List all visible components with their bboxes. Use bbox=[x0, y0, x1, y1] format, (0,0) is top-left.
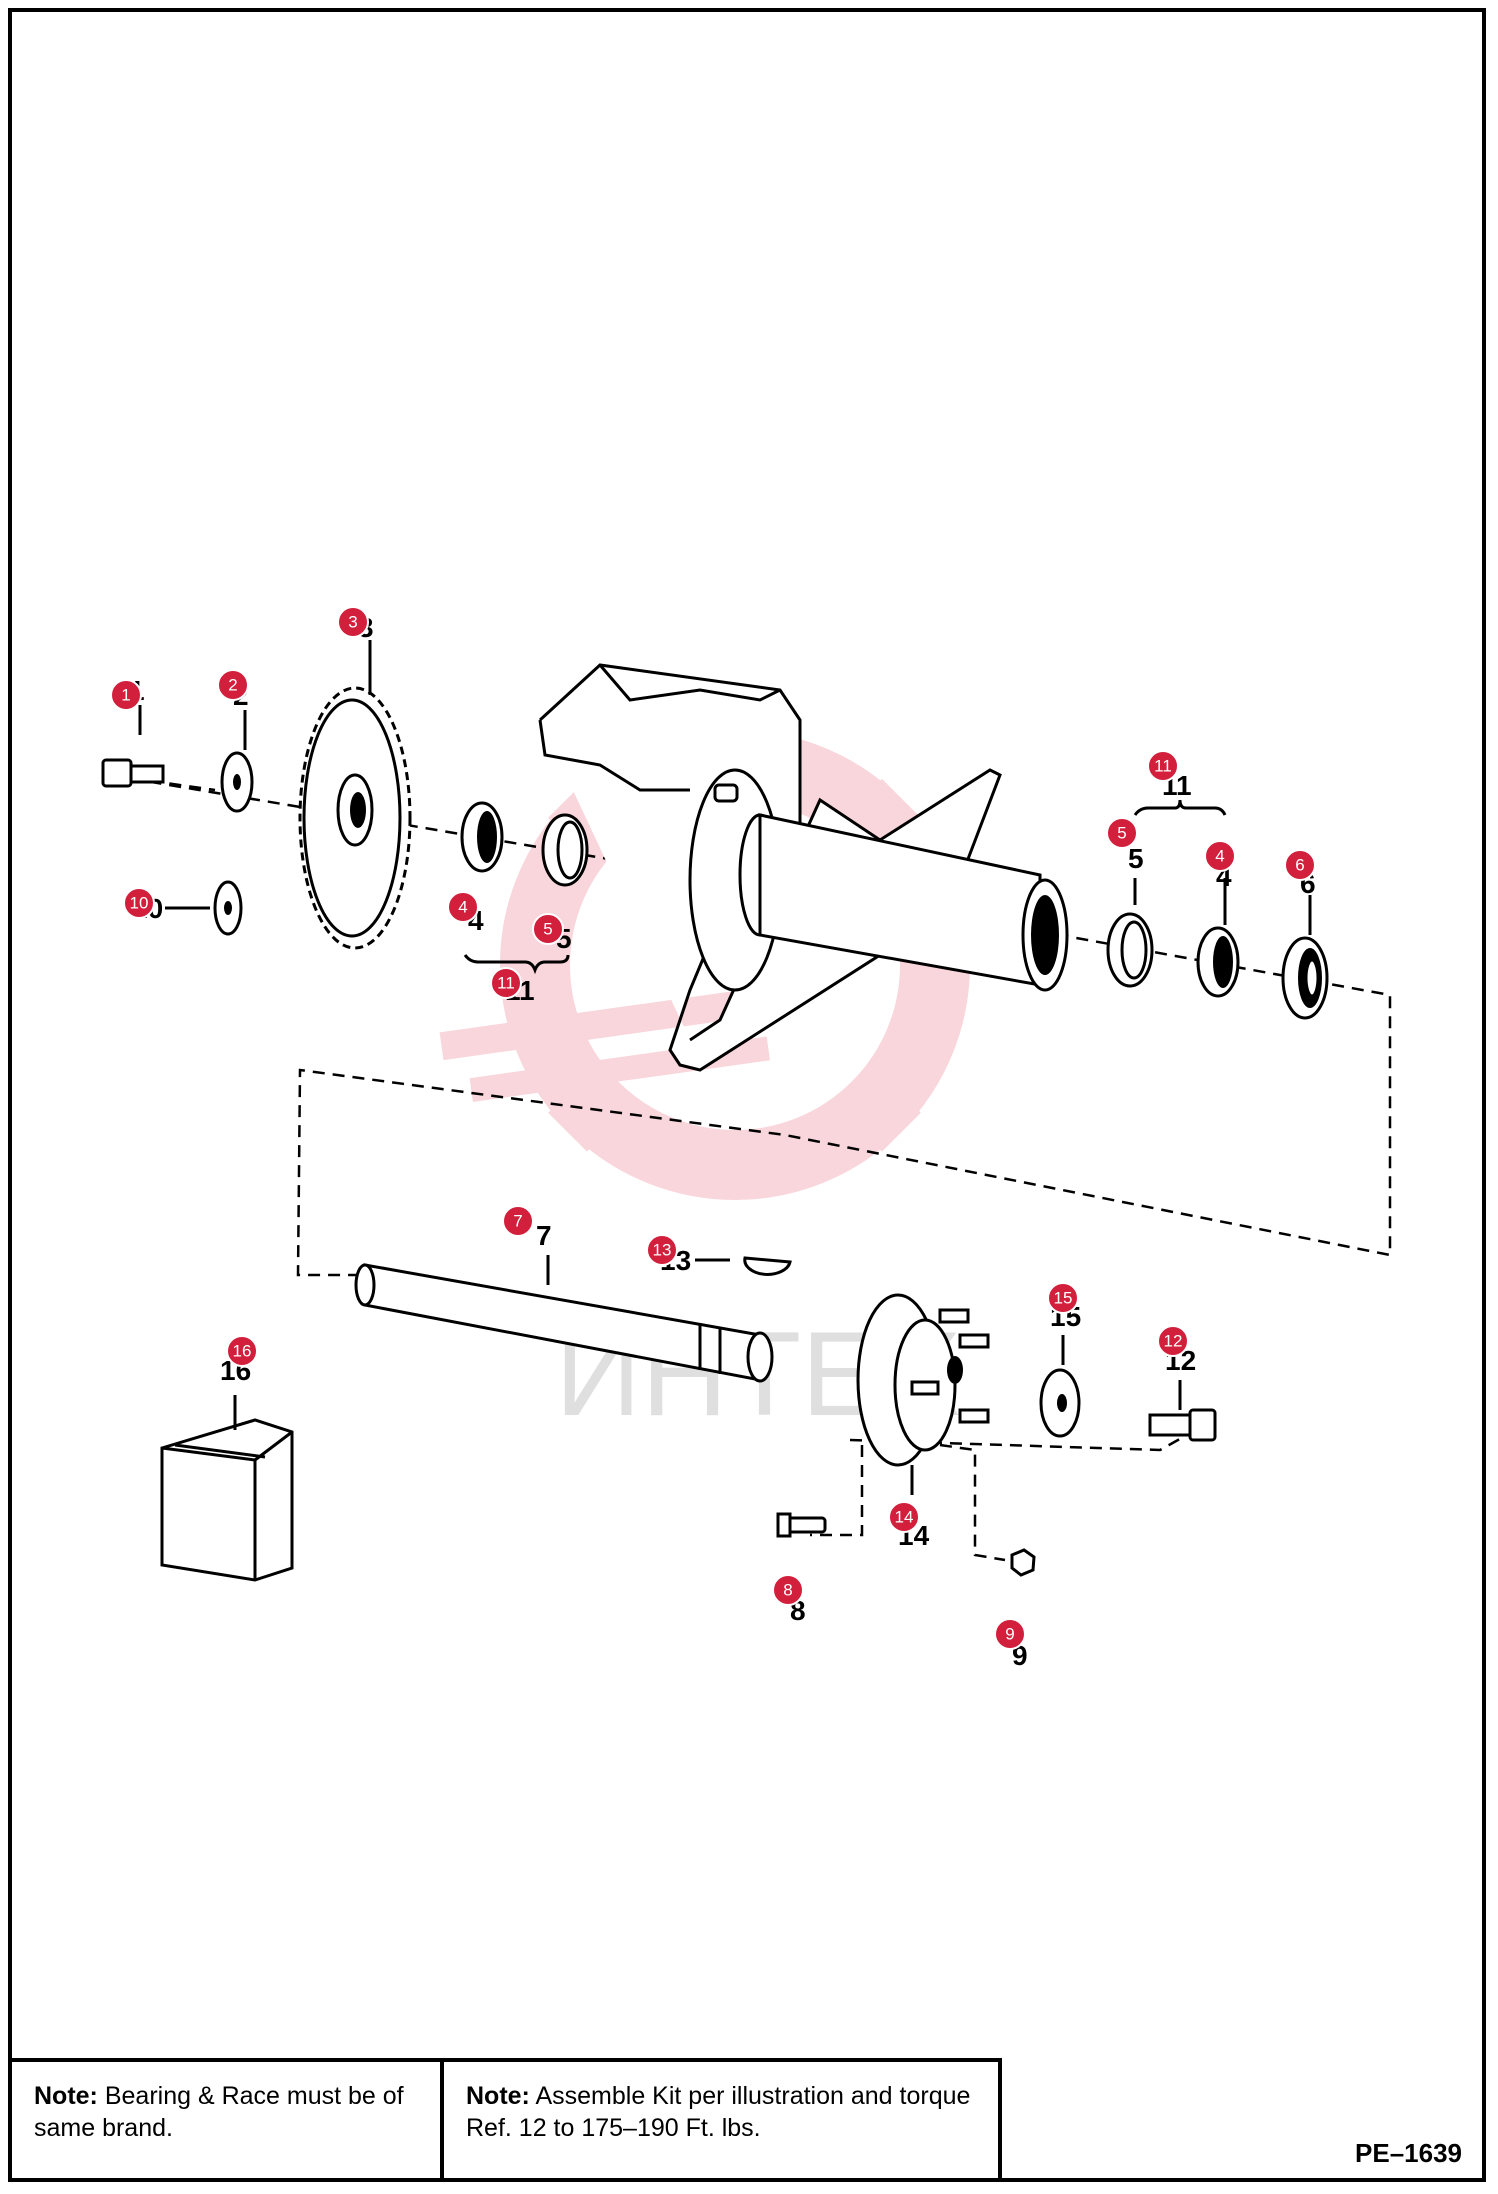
callout-marker: 16 bbox=[226, 1335, 258, 1367]
part-bearing-cone-left bbox=[460, 801, 504, 873]
part-bearing-cup-left bbox=[541, 813, 589, 887]
callout-marker: 7 bbox=[502, 1205, 534, 1237]
part-key bbox=[743, 1256, 792, 1276]
svg-text:2: 2 bbox=[228, 676, 237, 695]
part-wheel-stud bbox=[776, 1512, 827, 1538]
svg-text:4: 4 bbox=[1215, 847, 1224, 866]
callout-marker: 11 bbox=[490, 967, 522, 999]
svg-text:8: 8 bbox=[783, 1581, 792, 1600]
callout-marker: 8 bbox=[772, 1574, 804, 1606]
part-kit-box bbox=[160, 1418, 294, 1582]
callout-marker: 15 bbox=[1047, 1282, 1079, 1314]
svg-text:16: 16 bbox=[233, 1342, 252, 1361]
svg-text:9: 9 bbox=[1005, 1625, 1014, 1644]
callout-marker: 10 bbox=[123, 887, 155, 919]
svg-text:5: 5 bbox=[543, 920, 552, 939]
figure-code: PE–1639 bbox=[1355, 2138, 1462, 2168]
callout-marker: 2 bbox=[217, 669, 249, 701]
svg-text:11: 11 bbox=[497, 974, 515, 993]
part-bearing-cup-right bbox=[1106, 912, 1154, 988]
part-washer-lower bbox=[213, 880, 243, 936]
svg-text:1: 1 bbox=[121, 686, 130, 705]
svg-text:4: 4 bbox=[458, 898, 467, 917]
callout-marker: 13 bbox=[646, 1234, 678, 1266]
callout-marker: 5 bbox=[1106, 817, 1138, 849]
part-axle-housing bbox=[538, 663, 1069, 1072]
svg-text:11: 11 bbox=[1154, 757, 1172, 776]
part-bearing-cone-right bbox=[1196, 926, 1240, 998]
svg-text:3: 3 bbox=[348, 613, 357, 632]
part-seal bbox=[1281, 936, 1329, 1020]
callout-marker: 4 bbox=[1204, 840, 1236, 872]
notes-table: Note: Bearing & Race must be of same bra… bbox=[12, 2058, 1002, 2182]
note-label: Note: bbox=[466, 2082, 530, 2110]
part-sprocket bbox=[298, 686, 412, 950]
callout-marker: 4 bbox=[447, 891, 479, 923]
part-label: 5 bbox=[1128, 843, 1144, 874]
part-bolt-left bbox=[101, 758, 165, 788]
part-bolt-right bbox=[1148, 1408, 1217, 1442]
svg-text:13: 13 bbox=[653, 1241, 672, 1260]
svg-text:6: 6 bbox=[1295, 856, 1304, 875]
callout-marker: 12 bbox=[1157, 1325, 1189, 1357]
part-wheel-nut bbox=[1010, 1548, 1036, 1577]
leader-lines bbox=[138, 640, 1312, 1495]
svg-text:15: 15 bbox=[1054, 1289, 1073, 1308]
callout-marker: 3 bbox=[337, 606, 369, 638]
part-hub bbox=[856, 1293, 990, 1467]
note-bearing-race: Note: Bearing & Race must be of same bra… bbox=[12, 2062, 444, 2182]
svg-text:12: 12 bbox=[1164, 1332, 1183, 1351]
part-washer-upper bbox=[220, 751, 254, 813]
note-assemble-kit: Note: Assemble Kit per illustration and … bbox=[444, 2062, 998, 2182]
callout-marker: 1 bbox=[110, 679, 142, 711]
callout-marker: 11 bbox=[1147, 750, 1179, 782]
callouts: 1 2 3 10 4 5 11 11 5 4 6 7 13 16 15 12 1… bbox=[110, 606, 1316, 1650]
part-washer-hub bbox=[1039, 1368, 1081, 1438]
callout-marker: 14 bbox=[888, 1501, 920, 1533]
drawing-frame bbox=[8, 8, 1486, 2182]
note-text: Assemble Kit per illustration and torque… bbox=[466, 2082, 971, 2142]
part-label: 7 bbox=[536, 1220, 552, 1251]
svg-text:10: 10 bbox=[130, 894, 149, 913]
svg-text:5: 5 bbox=[1117, 824, 1126, 843]
callout-marker: 9 bbox=[994, 1618, 1026, 1650]
part-axle-shaft bbox=[354, 1263, 774, 1383]
note-label: Note: bbox=[34, 2082, 98, 2110]
svg-text:14: 14 bbox=[895, 1508, 914, 1527]
callout-marker: 5 bbox=[532, 913, 564, 945]
svg-text:7: 7 bbox=[513, 1212, 522, 1231]
note-text: Bearing & Race must be of same brand. bbox=[34, 2082, 404, 2142]
callout-marker: 6 bbox=[1284, 849, 1316, 881]
